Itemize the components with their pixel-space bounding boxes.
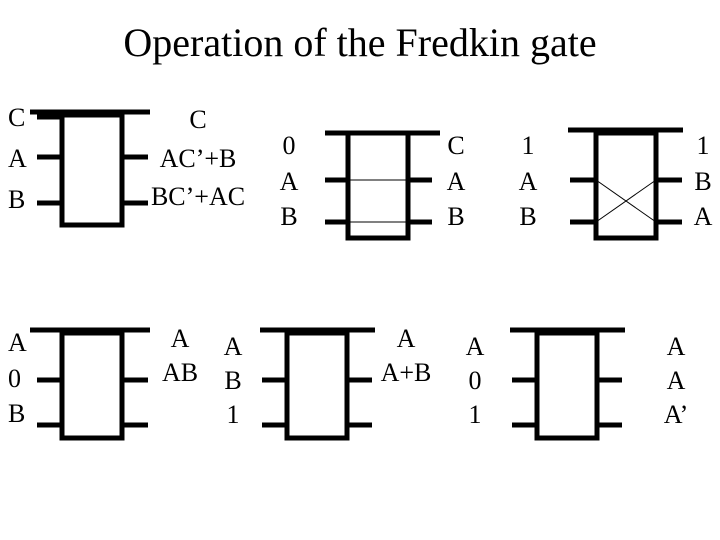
gate-3-wire-cross-up xyxy=(595,179,657,223)
gate-3-input-3: B xyxy=(519,202,537,231)
gate-2-output-1: C xyxy=(447,131,465,160)
gate-3-input-2: A xyxy=(518,167,538,196)
gate-2-output-2: A xyxy=(446,167,466,196)
gate-1 xyxy=(30,109,150,228)
gate-4-output-1: A xyxy=(170,324,190,353)
gate-1-input-2: A xyxy=(8,144,27,173)
gate-6-input-3: 1 xyxy=(468,400,482,429)
gate-1-input-3: B xyxy=(8,185,26,214)
gate-5-output-1: A xyxy=(396,324,416,353)
gate-3 xyxy=(568,127,683,241)
gate-2 xyxy=(325,130,440,241)
gate-2-input-1: 0 xyxy=(282,131,296,160)
gate-6-output-3: A’ xyxy=(663,400,689,429)
gate-3-output-1: 1 xyxy=(696,131,710,160)
gate-5-input-3: 1 xyxy=(226,400,240,429)
gate-4-input-1: A xyxy=(8,328,27,357)
gate-3-output-2: B xyxy=(694,167,712,196)
gate-5-input-2: B xyxy=(224,366,242,395)
gate-6 xyxy=(510,327,625,441)
gate-6-input-2: 0 xyxy=(468,366,482,395)
gate-1-output-3: BC’+AC xyxy=(150,182,246,211)
gate-4-input-3: B xyxy=(8,399,26,428)
gate-2-output-3: B xyxy=(447,202,465,231)
gate-6-output-2: A xyxy=(666,366,686,395)
gate-4-input-2: 0 xyxy=(8,364,21,393)
page-title: Operation of the Fredkin gate xyxy=(123,20,597,65)
gate-1-output-2: AC’+B xyxy=(159,144,237,173)
gate-1-output-1: C xyxy=(189,105,207,134)
gate-2-input-3: B xyxy=(280,202,298,231)
gate-5 xyxy=(260,327,375,441)
gate-4 xyxy=(30,327,150,441)
gate-5-input-1: A xyxy=(223,332,243,361)
gate-6-output-1: A xyxy=(666,332,686,361)
gate-6-input-1: A xyxy=(465,332,485,361)
gate-2-input-2: A xyxy=(279,167,299,196)
gate-3-output-3: A xyxy=(693,202,713,231)
gate-4-output-2: AB xyxy=(161,358,199,387)
gate-5-output-2: A+B xyxy=(380,358,432,387)
gate-3-input-1: 1 xyxy=(521,131,535,160)
gate-1-input-1: C xyxy=(8,103,26,132)
